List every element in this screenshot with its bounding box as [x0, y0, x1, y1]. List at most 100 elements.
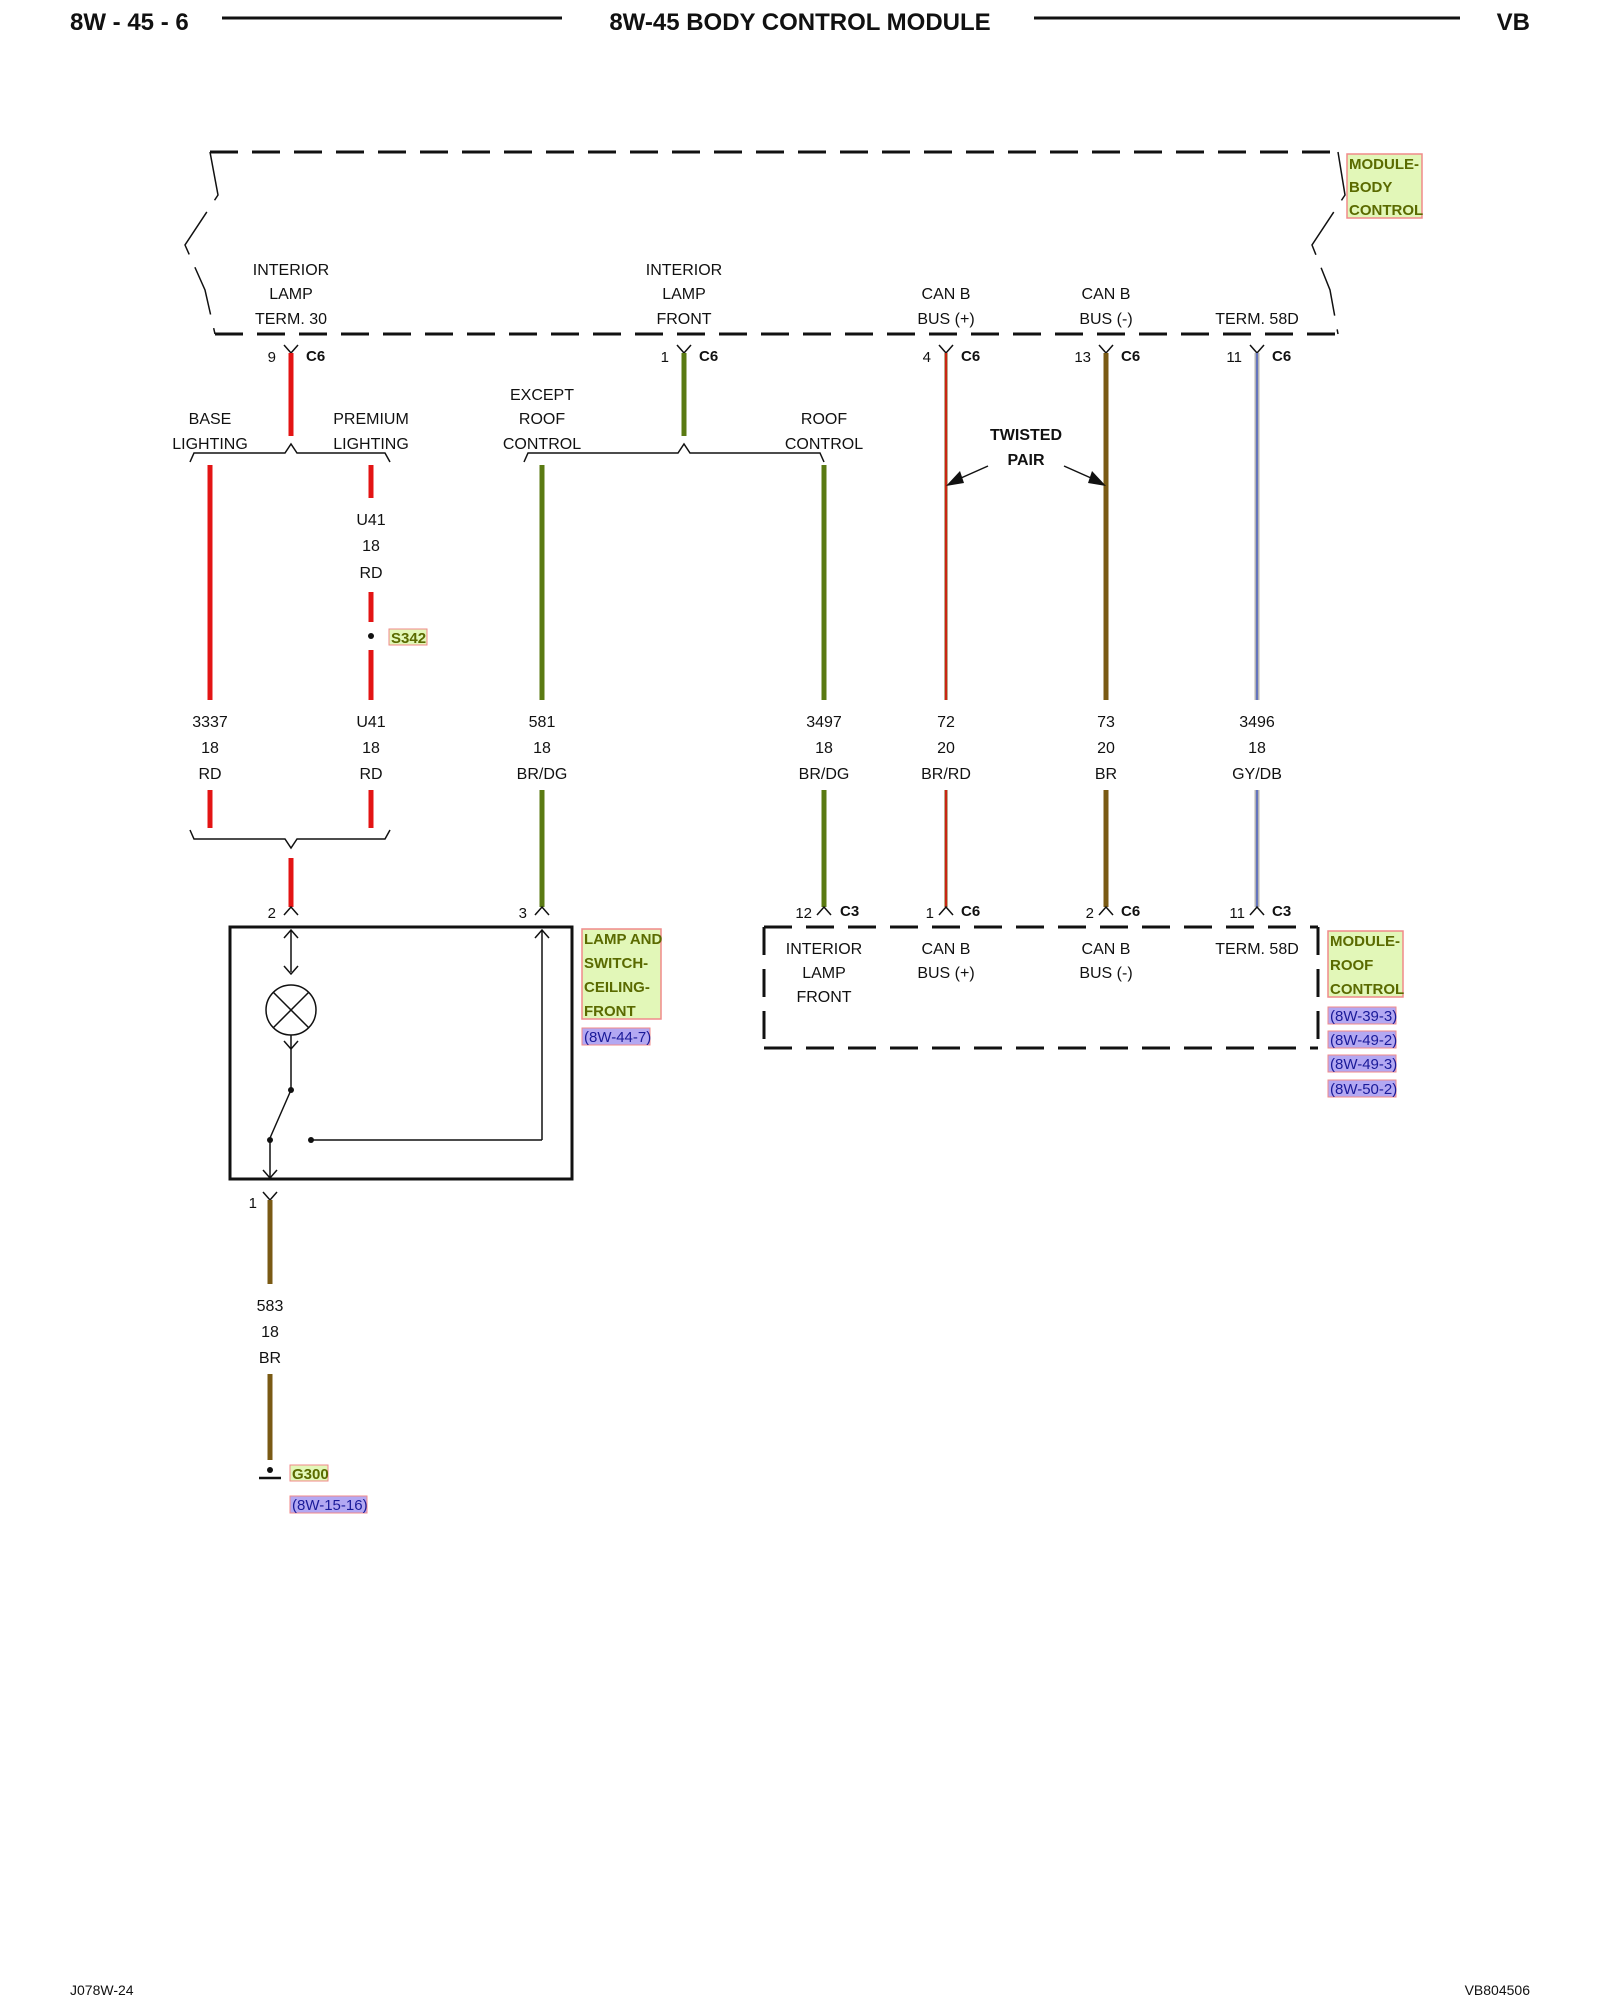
svg-text:CEILING-: CEILING- [584, 979, 650, 996]
bcm-pin-label-can-b-bus-minus: CAN B BUS (-) [1079, 286, 1132, 328]
svg-text:18: 18 [261, 1324, 279, 1341]
footer-left-code: J078W-24 [70, 1982, 134, 1998]
rcm-pin-label-interior-lamp-front: INTERIOR LAMP FRONT [786, 941, 862, 1006]
svg-text:BUS (-): BUS (-) [1079, 311, 1132, 328]
svg-text:BUS (-): BUS (-) [1079, 965, 1132, 982]
svg-text:FRONT: FRONT [656, 311, 711, 328]
roof-control-module [762, 925, 1320, 1050]
svg-text:18: 18 [362, 740, 380, 757]
svg-text:(8W-15-16): (8W-15-16) [292, 1497, 368, 1514]
svg-text:581: 581 [529, 714, 556, 731]
footer-right-code: VB804506 [1465, 1982, 1531, 1998]
svg-text:11: 11 [1229, 905, 1245, 922]
wire-581: 581 18 BR/DG [517, 465, 568, 907]
wire-73: 73 20 BR [1095, 353, 1117, 907]
svg-text:3: 3 [519, 905, 527, 922]
svg-text:18: 18 [533, 740, 551, 757]
svg-text:9: 9 [268, 349, 276, 366]
wire-3496: 3496 18 GY/DB [1232, 353, 1282, 907]
rcm-pin-label-can-b-bus-minus: CAN B BUS (-) [1079, 941, 1132, 982]
svg-text:SWITCH-: SWITCH- [584, 955, 648, 972]
module-roof-control-tag: MODULE- ROOF CONTROL [1327, 930, 1404, 998]
svg-text:LIGHTING: LIGHTING [172, 436, 248, 453]
svg-text:73: 73 [1097, 714, 1115, 731]
svg-text:MODULE-: MODULE- [1349, 156, 1419, 173]
svg-text:2: 2 [268, 905, 276, 922]
svg-text:PAIR: PAIR [1007, 452, 1044, 469]
svg-text:ROOF: ROOF [801, 411, 847, 428]
svg-text:C6: C6 [699, 348, 718, 365]
svg-text:(8W-39-3): (8W-39-3) [1330, 1008, 1397, 1025]
wire-72: 72 20 BR/RD [921, 353, 971, 907]
option-brace-roof [523, 442, 825, 463]
svg-text:(8W-44-7): (8W-44-7) [584, 1029, 651, 1046]
lamp-bulb-icon [265, 984, 317, 1036]
svg-text:BODY: BODY [1349, 179, 1392, 196]
svg-text:LAMP AND: LAMP AND [584, 931, 663, 948]
svg-text:U41: U41 [356, 512, 385, 529]
svg-text:CAN B: CAN B [1082, 286, 1131, 303]
roof-control-ref-8w-49-3[interactable]: (8W-49-3) [1327, 1054, 1397, 1073]
option-base-lighting: BASE LIGHTING [172, 411, 248, 453]
svg-text:INTERIOR: INTERIOR [786, 941, 862, 958]
ground-ref[interactable]: (8W-15-16) [289, 1495, 368, 1514]
vehicle-code: VB [1497, 9, 1530, 36]
bcm-pin-13: 13 C6 [1074, 344, 1140, 366]
svg-text:RD: RD [198, 766, 221, 783]
roof-control-ref-8w-49-2[interactable]: (8W-49-2) [1327, 1030, 1397, 1049]
svg-text:3337: 3337 [192, 714, 228, 731]
svg-text:LAMP: LAMP [662, 286, 706, 303]
svg-text:C6: C6 [961, 903, 980, 920]
svg-text:BR: BR [1095, 766, 1117, 783]
svg-text:20: 20 [937, 740, 955, 757]
svg-text:TWISTED: TWISTED [990, 427, 1062, 444]
svg-text:(8W-50-2): (8W-50-2) [1330, 1081, 1397, 1098]
svg-text:GY/DB: GY/DB [1232, 766, 1282, 783]
svg-text:EXCEPT: EXCEPT [510, 387, 574, 404]
lamp-switch-module [228, 925, 574, 1181]
rcm-pin-12: 12 C3 [795, 903, 859, 922]
svg-text:U41: U41 [356, 714, 385, 731]
svg-text:18: 18 [201, 740, 219, 757]
svg-text:BR/DG: BR/DG [517, 766, 568, 783]
svg-text:C6: C6 [306, 348, 325, 365]
svg-text:TERM. 58D: TERM. 58D [1215, 941, 1299, 958]
twisted-pair-callout: TWISTED PAIR [946, 427, 1106, 486]
wire-u41-upper: U41 18 RD [356, 465, 386, 700]
svg-text:C6: C6 [1121, 903, 1140, 920]
svg-text:RD: RD [359, 565, 382, 582]
lamp-switch-pin-1: 1 [249, 1191, 278, 1212]
svg-text:C6: C6 [1272, 348, 1291, 365]
svg-text:3496: 3496 [1239, 714, 1275, 731]
roof-control-ref-8w-50-2[interactable]: (8W-50-2) [1327, 1079, 1397, 1098]
wire-u41-lower: U41 18 RD [356, 714, 386, 828]
svg-text:12: 12 [795, 905, 812, 922]
svg-text:LAMP: LAMP [269, 286, 313, 303]
bcm-pin-4: 4 C6 [923, 344, 980, 366]
roof-control-ref-8w-39-3[interactable]: (8W-39-3) [1327, 1006, 1397, 1025]
svg-text:BR: BR [259, 1350, 281, 1367]
svg-text:FRONT: FRONT [796, 989, 851, 1006]
bcm-pin-label-term-58d: TERM. 58D [1215, 311, 1299, 328]
svg-text:(8W-49-2): (8W-49-2) [1330, 1032, 1397, 1049]
svg-text:BUS (+): BUS (+) [917, 311, 974, 328]
svg-text:FRONT: FRONT [584, 1003, 636, 1020]
wire-3337: 3337 18 RD [192, 465, 228, 828]
svg-text:CAN B: CAN B [1082, 941, 1131, 958]
svg-text:1: 1 [661, 349, 669, 366]
svg-text:4: 4 [923, 349, 931, 366]
svg-text:LIGHTING: LIGHTING [333, 436, 409, 453]
svg-text:INTERIOR: INTERIOR [253, 262, 329, 279]
svg-text:ROOF: ROOF [1330, 957, 1373, 974]
svg-text:2: 2 [1086, 905, 1094, 922]
svg-text:18: 18 [362, 538, 380, 555]
svg-text:S342: S342 [391, 630, 426, 647]
svg-text:TERM. 58D: TERM. 58D [1215, 311, 1299, 328]
body-control-module [184, 150, 1346, 336]
ground-g300: G300 [259, 1464, 329, 1483]
lamp-switch-ref[interactable]: (8W-44-7) [581, 1027, 651, 1046]
svg-text:CAN B: CAN B [922, 941, 971, 958]
bcm-pin-1: 1 C6 [661, 344, 718, 366]
option-roof-control: ROOF CONTROL [785, 411, 863, 453]
